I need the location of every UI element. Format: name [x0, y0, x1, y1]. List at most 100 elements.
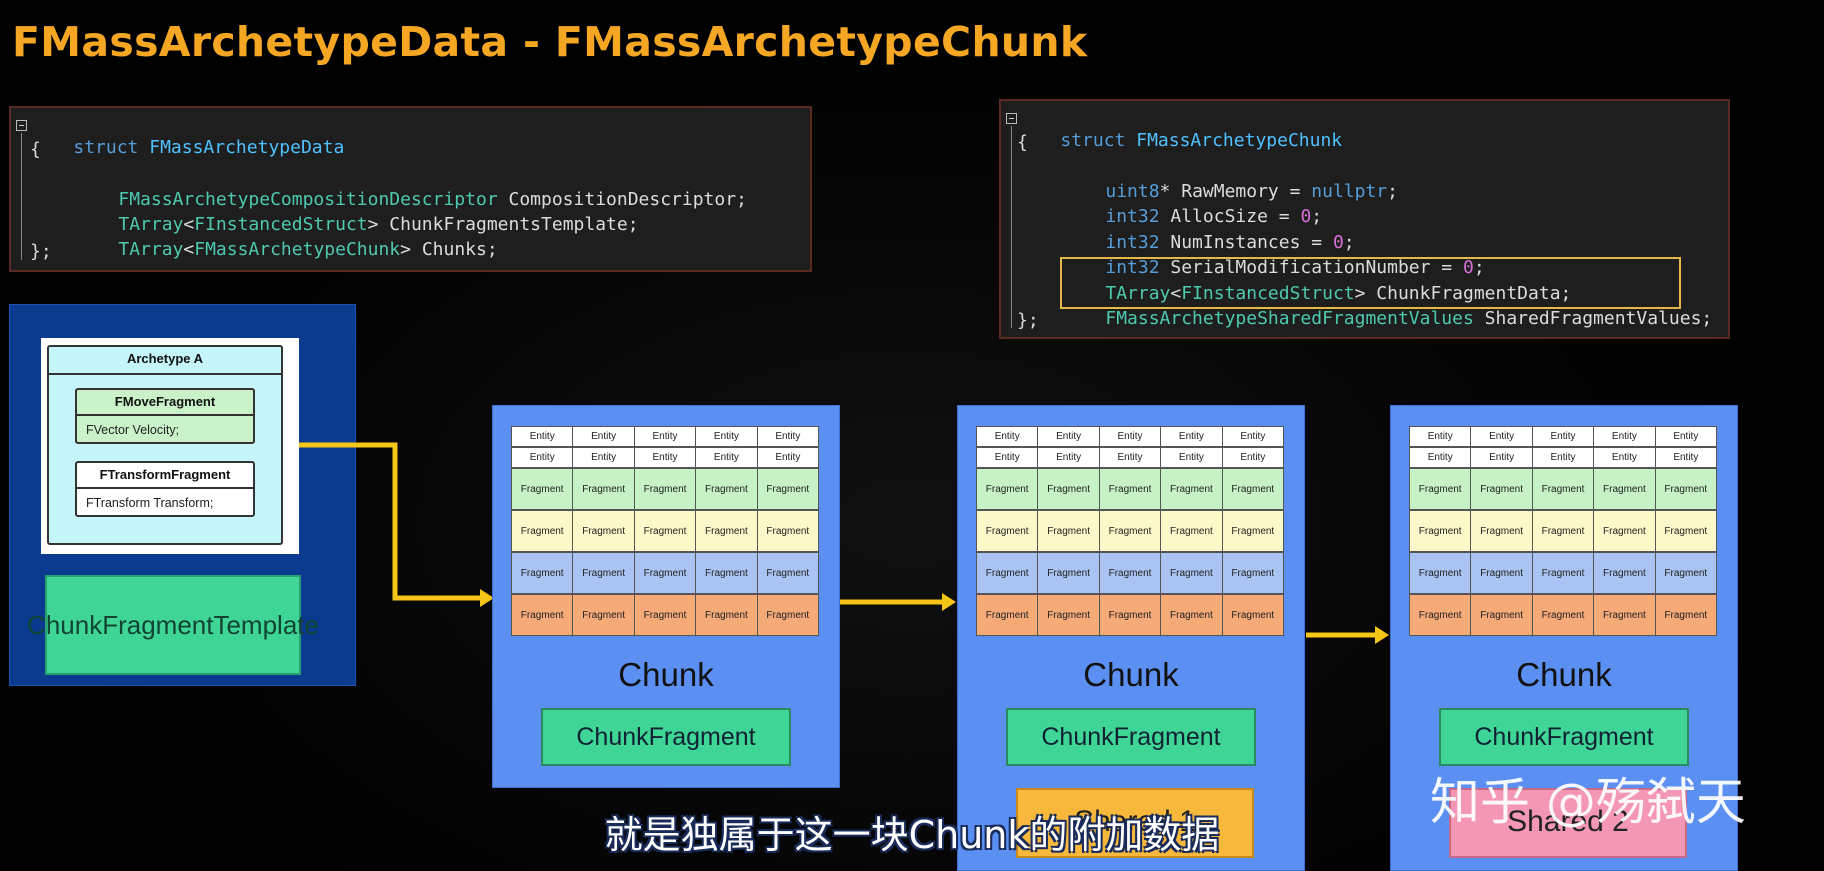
entity-cell: Entity: [757, 447, 820, 468]
scope-guide-line: [21, 133, 22, 260]
fragment-cell: Fragment: [634, 510, 697, 552]
entity-cell: Entity: [1038, 426, 1100, 447]
fragment-cell: Fragment: [1222, 468, 1285, 510]
arrow-archetype-to-chunk1: [299, 442, 480, 601]
entity-cell: Entity: [634, 426, 697, 447]
entity-cell: Entity: [1471, 426, 1533, 447]
type-token: int32: [1105, 257, 1160, 278]
fragment-cell: Fragment: [1222, 510, 1285, 552]
open-brace: {: [30, 139, 41, 160]
angle-bracket: <: [183, 239, 195, 260]
fragment-cell: Fragment: [976, 552, 1039, 594]
fragment-cell: Fragment: [757, 510, 820, 552]
fragment-cell: Fragment: [1038, 594, 1100, 636]
entity-cell: Entity: [696, 447, 758, 468]
type-token: FInstancedStruct: [1181, 283, 1355, 304]
scope-guide-line: [1011, 126, 1012, 328]
entity-cell: Entity: [1471, 447, 1533, 468]
entity-cell: Entity: [1038, 447, 1100, 468]
entity-cell: Entity: [976, 447, 1039, 468]
fragment-name: FMoveFragment: [77, 390, 253, 416]
member-text: NumInstances =: [1159, 232, 1333, 253]
fragment-cell: Fragment: [696, 552, 758, 594]
watermark: 知乎 @殇弑天: [1430, 773, 1746, 831]
entity-cell: Entity: [1222, 426, 1285, 447]
entity-cell: Entity: [1594, 426, 1656, 447]
fragment-cell: Fragment: [1099, 594, 1162, 636]
fragment-cell: Fragment: [696, 510, 758, 552]
member-text: SerialModificationNumber =: [1159, 257, 1463, 278]
entity-cell: Entity: [511, 447, 574, 468]
fragment-cell: Fragment: [1222, 552, 1285, 594]
value-token: 0: [1332, 232, 1344, 253]
entity-cell: Entity: [1655, 447, 1718, 468]
member-text: > ChunkFragmentData;: [1354, 283, 1572, 304]
fragment-cell: Fragment: [976, 594, 1039, 636]
fragment-cell: Fragment: [1099, 468, 1162, 510]
fragment-cell: Fragment: [1532, 552, 1595, 594]
shared-fragment-box: Shared 2: [1449, 788, 1687, 858]
fragment-cell: Fragment: [976, 468, 1039, 510]
close-brace: };: [1017, 310, 1039, 331]
fragment-name: FTransformFragment: [77, 463, 253, 489]
fragment-cell: Fragment: [1655, 468, 1718, 510]
collapse-icon[interactable]: [16, 120, 27, 131]
fragment-cell: Fragment: [757, 468, 820, 510]
fragment-cell: Fragment: [511, 468, 574, 510]
fragment-cell: Fragment: [573, 552, 635, 594]
fragment-cell: Fragment: [634, 468, 697, 510]
entity-cell: Entity: [634, 447, 697, 468]
value-token: 0: [1462, 257, 1474, 278]
fragment-cell: Fragment: [1655, 594, 1718, 636]
fragment-cell: Fragment: [1161, 510, 1223, 552]
entity-cell: Entity: [1532, 447, 1595, 468]
fragment-cell: Fragment: [1222, 594, 1285, 636]
fragment-cell: Fragment: [1409, 594, 1472, 636]
type-token: FMassArchetypeSharedFragmentValues: [1105, 308, 1474, 329]
entity-cell: Entity: [696, 426, 758, 447]
fragment-cell: Fragment: [696, 594, 758, 636]
fragment-cell: Fragment: [1038, 468, 1100, 510]
chunk-fragment-box: ChunkFragment: [1439, 708, 1689, 766]
fragment-cell: Fragment: [976, 510, 1039, 552]
chunk-label: Chunk: [1516, 656, 1612, 693]
entity-cell: Entity: [1222, 447, 1285, 468]
fragment-cell: Fragment: [634, 552, 697, 594]
entity-cell: Entity: [1161, 447, 1223, 468]
angle-bracket: <: [183, 214, 195, 235]
fragment-cell: Fragment: [1409, 468, 1472, 510]
arrow-head: [942, 593, 956, 611]
entity-cell: Entity: [1655, 426, 1718, 447]
pointer-star: *: [1159, 181, 1171, 202]
transform-fragment-box: FTransformFragment FTransform Transform;: [75, 461, 255, 517]
fragment-cell: Fragment: [1594, 468, 1656, 510]
arrow-head: [1375, 626, 1389, 644]
semicolon: ;: [1311, 206, 1323, 227]
code-panel-archetype-chunk: struct FMassArchetypeChunk { uint8* RawM…: [999, 99, 1730, 339]
collapse-icon[interactable]: [1006, 113, 1017, 124]
type-token: FMassArchetypeCompositionDescriptor: [118, 189, 498, 210]
fragment-cell: Fragment: [1532, 594, 1595, 636]
fragment-cell: Fragment: [573, 468, 635, 510]
entity-cell: Entity: [511, 426, 574, 447]
entity-cell: Entity: [1409, 426, 1472, 447]
type-token: FMassArchetypeChunk: [194, 239, 401, 260]
struct-name: FMassArchetypeData: [149, 137, 345, 158]
fragment-cell: Fragment: [1471, 468, 1533, 510]
chunk-label: Chunk: [618, 656, 714, 693]
close-brace: };: [30, 241, 52, 262]
fragment-cell: Fragment: [1409, 552, 1472, 594]
